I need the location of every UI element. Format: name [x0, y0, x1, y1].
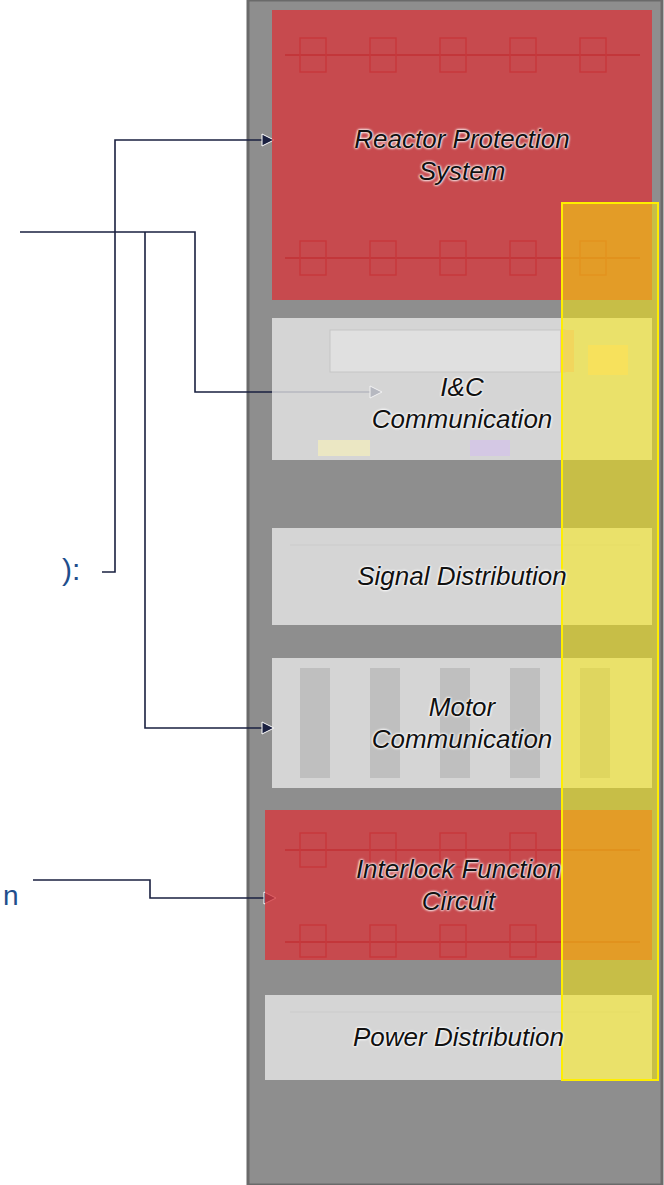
panel-section: Signal Distribution	[272, 528, 652, 625]
section-label: Power Distribution	[353, 1021, 564, 1054]
section-label: Interlock Function Circuit	[334, 853, 584, 918]
panel-section: Motor Communication	[272, 658, 652, 788]
panel-section: I&C Communication	[272, 318, 652, 460]
panel-section: Interlock Function Circuit	[265, 810, 652, 960]
section-label: Motor Communication	[362, 691, 562, 756]
highlight-column	[562, 203, 658, 1080]
callout-text: ):	[62, 553, 80, 587]
panel-section: Reactor Protection System	[272, 10, 652, 300]
cabinet-panel	[248, 0, 662, 1185]
callout-text: n	[3, 880, 19, 912]
panel-section: Power Distribution	[265, 995, 652, 1080]
section-label: Reactor Protection System	[337, 123, 587, 188]
section-label: Signal Distribution	[357, 560, 567, 593]
section-label: I&C Communication	[362, 371, 562, 436]
